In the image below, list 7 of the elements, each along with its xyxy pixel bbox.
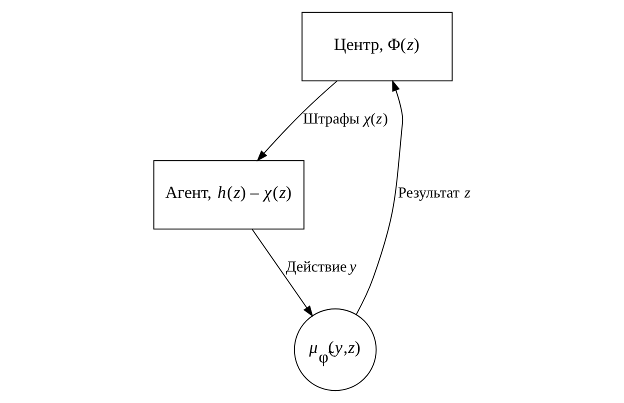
edge-label: Результат z xyxy=(398,184,470,202)
arrow xyxy=(256,80,338,162)
arrow xyxy=(355,80,403,316)
node-box: Агент, h(z) – χ(z) xyxy=(152,160,304,230)
arrow xyxy=(251,228,313,317)
node-box: Центр, Φ(z) xyxy=(301,12,452,82)
edge-label: Штрафы χ(z) xyxy=(302,110,388,128)
